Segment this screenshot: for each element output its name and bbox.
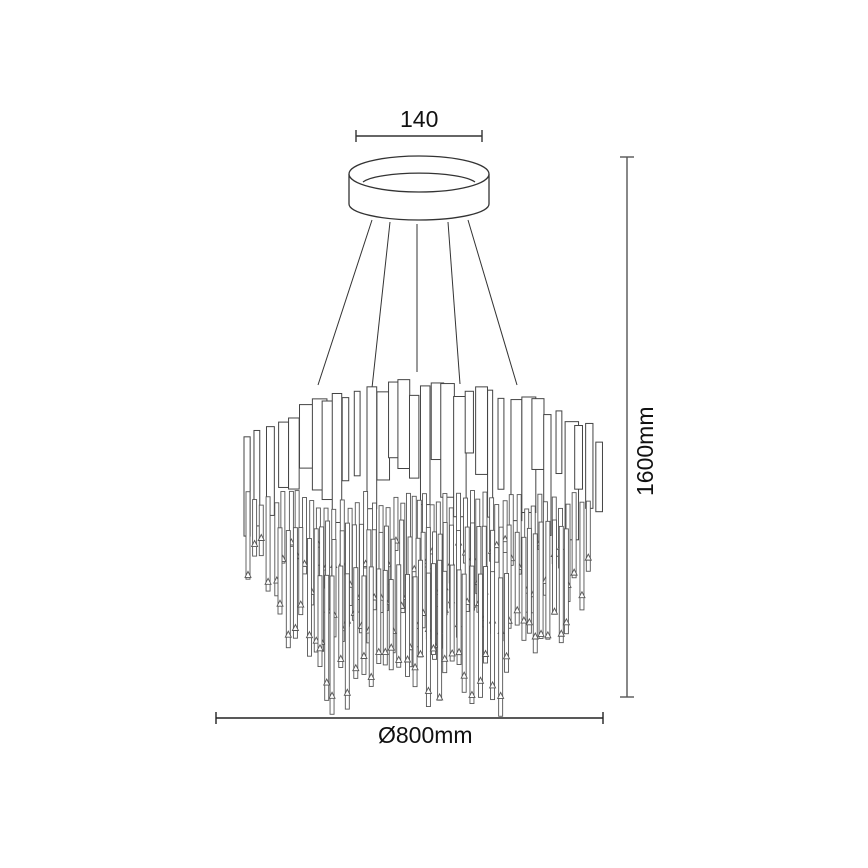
overall-diameter-label: Ø800mm [378, 722, 473, 748]
height-dimension-line [620, 156, 634, 698]
lower-crystal-tiers [244, 490, 593, 717]
ceiling-canopy [348, 155, 490, 221]
suspension-wires [317, 219, 518, 389]
upper-crystal-rods [243, 379, 603, 541]
diameter-dimension-line [215, 712, 604, 724]
canopy-dimension-line [355, 130, 483, 142]
canopy-diameter-label: 140 [400, 106, 439, 132]
overall-height-label: 1600mm [632, 406, 658, 496]
